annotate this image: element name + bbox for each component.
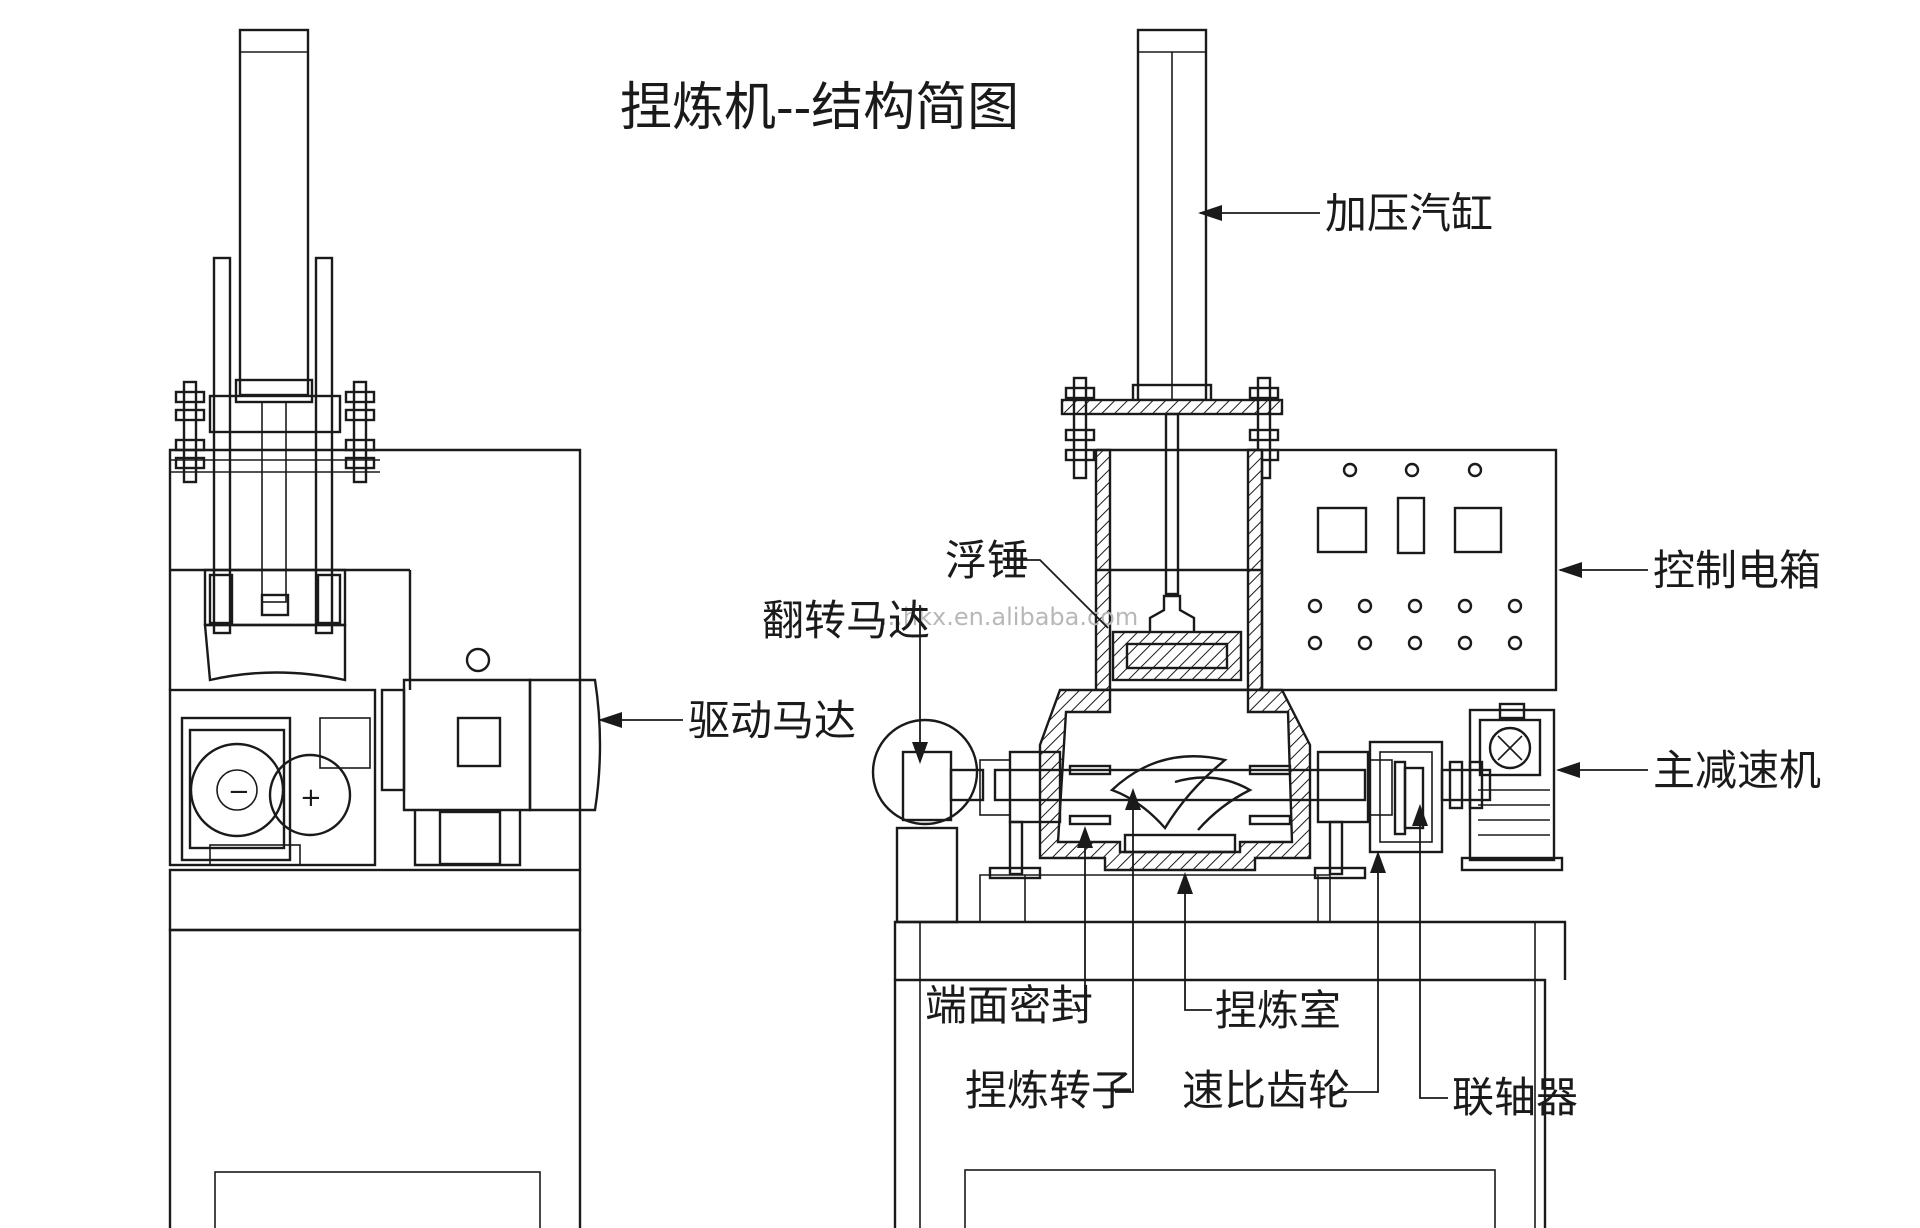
left-base-cabinet	[168, 928, 582, 1228]
svg-text:−: −	[228, 777, 250, 807]
left-base-top	[168, 868, 582, 932]
label-mixing-chamber: 捏炼室	[1215, 986, 1341, 1035]
label-pressure-cylinder: 加压汽缸	[1325, 189, 1493, 238]
label-tilting-motor: 翻转马达	[762, 596, 930, 645]
top-crossbeam	[1060, 398, 1284, 416]
coupling	[1440, 768, 1492, 802]
right-machine-front-view	[871, 28, 1567, 1228]
label-ratio-gear: 速比齿轮	[1182, 1066, 1350, 1115]
left-cylinder	[238, 28, 310, 397]
mixing-rotor-blade	[1109, 755, 1228, 831]
left-machine-side-view: − +	[168, 28, 602, 1228]
label-mixing-rotor: 捏炼转子	[965, 1066, 1133, 1115]
tilting-motor-wheel	[871, 718, 979, 826]
left-hopper	[203, 623, 347, 682]
rotor-shaft	[993, 768, 1367, 802]
drive-motor-flange	[380, 688, 406, 792]
label-coupling: 联轴器	[1452, 1073, 1578, 1122]
piston-rod	[1164, 412, 1180, 596]
left-gearbox	[168, 688, 377, 867]
right-base-cabinet	[893, 978, 1547, 1228]
label-control-box: 控制电箱	[1653, 546, 1821, 595]
diagram-title: 捏炼机--结构简图	[620, 78, 1019, 138]
right-base-door	[964, 1169, 1496, 1228]
tilting-motor-stand	[895, 826, 959, 924]
left-base-door	[214, 1171, 541, 1228]
label-drive-motor: 驱动马达	[688, 696, 856, 745]
floating-weight	[1111, 630, 1243, 682]
main-reducer	[1468, 708, 1556, 862]
drive-motor-body	[402, 678, 532, 812]
label-main-reducer: 主减速机	[1653, 746, 1821, 795]
control-box	[1260, 448, 1558, 692]
svg-text:+: +	[300, 783, 322, 813]
label-end-face-seal: 端面密封	[925, 981, 1093, 1030]
label-floating-weight: 浮锤	[945, 536, 1029, 585]
watermark: ...hkx.en.alibaba.com	[880, 603, 1138, 631]
